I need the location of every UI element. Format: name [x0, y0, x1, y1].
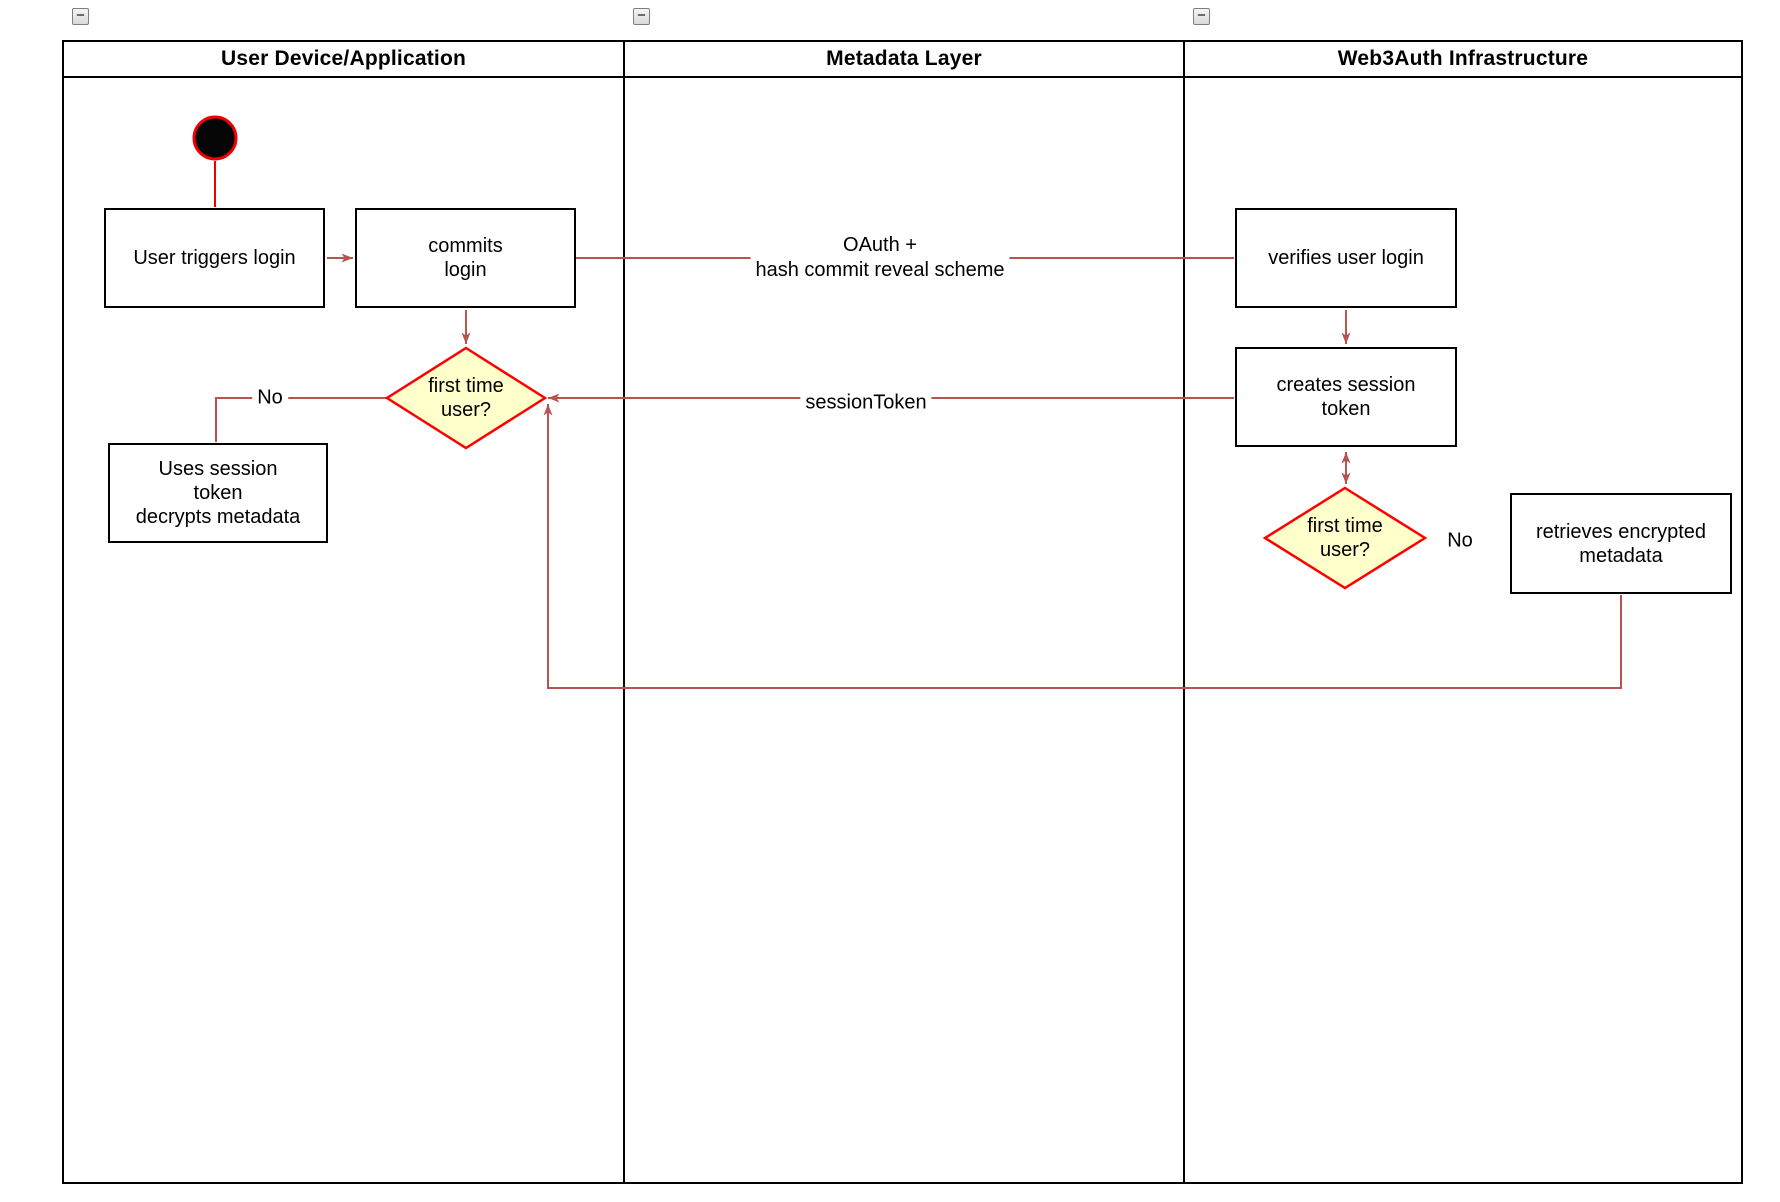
node-retrieves-encrypted-metadata[interactable]: retrieves encrypted metadata: [1510, 493, 1732, 594]
edge-retrieve-loop-back[interactable]: [543, 404, 1622, 689]
edge-label-oauth[interactable]: OAuth + hash commit reveal scheme: [750, 233, 1010, 283]
swimlane-frame: [62, 40, 1743, 1184]
node-user-triggers-login[interactable]: User triggers login: [104, 208, 325, 308]
node-verifies-user-login[interactable]: verifies user login: [1235, 208, 1457, 308]
lane-header-web3auth[interactable]: Web3Auth Infrastructure: [1185, 42, 1741, 76]
node-commits-login[interactable]: commits login: [355, 208, 576, 308]
lane-title-metadata-layer: Metadata Layer: [826, 47, 982, 70]
node-uses-session-token[interactable]: Uses session token decrypts metadata: [108, 443, 328, 543]
collapse-lane-icon[interactable]: −: [633, 8, 650, 25]
edge-label-session-token[interactable]: sessionToken: [800, 390, 932, 416]
lane-title-web3auth: Web3Auth Infrastructure: [1337, 47, 1589, 70]
edge-label-no-right[interactable]: No: [1442, 528, 1478, 554]
decision-first-time-user-left[interactable]: [384, 346, 548, 450]
edge-no-to-uses-session[interactable]: [215, 397, 387, 442]
node-creates-session-token[interactable]: creates session token: [1235, 347, 1457, 447]
decision-label-first-time-user-right: first time user?: [1307, 515, 1383, 561]
collapse-lane-icon[interactable]: −: [72, 8, 89, 25]
start-node[interactable]: [192, 115, 238, 161]
lane-divider-2: [1183, 40, 1185, 1184]
decision-first-time-user-right[interactable]: [1262, 486, 1428, 590]
lane-header-metadata-layer[interactable]: Metadata Layer: [625, 42, 1183, 76]
collapse-lane-icon[interactable]: −: [1193, 8, 1210, 25]
decision-label-first-time-user-left: first time user?: [428, 375, 504, 421]
lane-divider-1: [623, 40, 625, 1184]
lane-header-user-device[interactable]: User Device/Application: [64, 42, 623, 76]
lane-title-user-device: User Device/Application: [220, 47, 466, 70]
lane-header-separator: [62, 76, 1743, 78]
edge-label-no-left[interactable]: No: [252, 385, 288, 411]
